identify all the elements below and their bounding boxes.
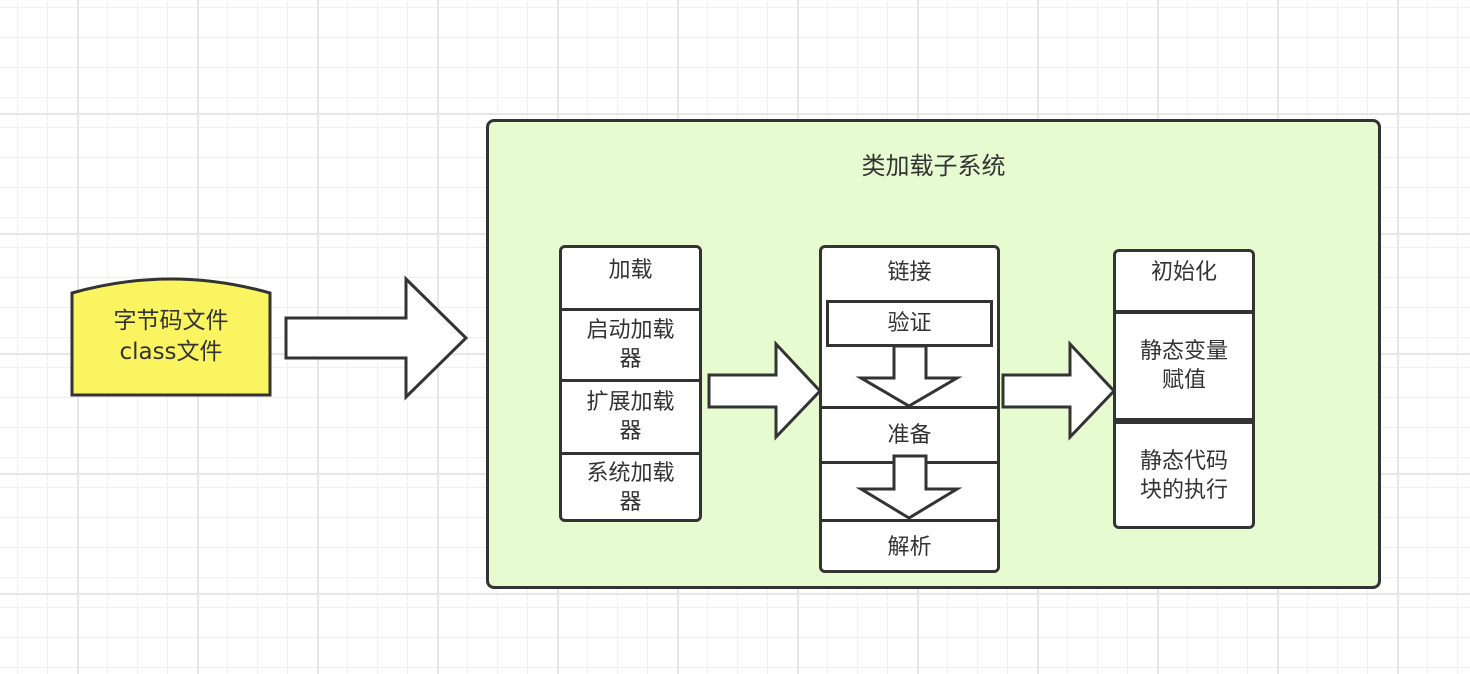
system-loader-line1: 系统加载 bbox=[586, 461, 675, 486]
prepare-label: 准备 bbox=[887, 422, 932, 448]
static-variable-line1: 静态变量 bbox=[1139, 339, 1228, 364]
static-variable-assignment[interactable]: 静态变量 赋值 bbox=[1116, 314, 1252, 418]
initialization-column: 初始化 静态变量 赋值 静态代码 块的执行 bbox=[1113, 249, 1255, 529]
system-loader-line2: 器 bbox=[619, 490, 642, 515]
extension-loader-line1: 扩展加载 bbox=[586, 390, 675, 415]
initialization-header: 初始化 bbox=[1116, 252, 1252, 312]
static-variable-line2: 赋值 bbox=[1161, 368, 1206, 393]
linking-step-resolve[interactable]: 解析 bbox=[822, 522, 997, 570]
initialization-header-label: 初始化 bbox=[1150, 260, 1217, 285]
divider bbox=[822, 461, 997, 464]
source-file-shape[interactable] bbox=[70, 277, 272, 397]
static-block-execution[interactable]: 静态代码 块的执行 bbox=[1116, 424, 1252, 526]
resolve-label: 解析 bbox=[887, 534, 932, 560]
source-file-line2: class文件 bbox=[119, 339, 223, 365]
linking-header-label: 链接 bbox=[887, 260, 932, 285]
linking-step-verify[interactable]: 验证 bbox=[826, 300, 993, 347]
arrow-source-to-subsystem bbox=[284, 275, 469, 401]
subsystem-title: 类加载子系统 bbox=[861, 152, 1006, 180]
source-file-label: 字节码文件 class文件 bbox=[71, 306, 271, 368]
divider bbox=[1116, 310, 1252, 314]
bootstrap-loader-line2: 器 bbox=[619, 347, 642, 372]
linking-header: 链接 bbox=[822, 248, 997, 300]
source-file-line1: 字节码文件 bbox=[113, 308, 229, 334]
divider bbox=[562, 452, 699, 455]
bootstrap-loader-line1: 启动加载 bbox=[586, 318, 675, 343]
divider bbox=[562, 379, 699, 382]
extension-loader-line2: 器 bbox=[619, 419, 642, 444]
linking-column: 链接 准备 解析 bbox=[819, 245, 1000, 573]
divider bbox=[562, 308, 699, 311]
divider bbox=[822, 519, 997, 522]
extension-loader[interactable]: 扩展加载 器 bbox=[562, 382, 699, 452]
bootstrap-loader[interactable]: 启动加载 器 bbox=[562, 311, 699, 379]
divider bbox=[1116, 418, 1252, 424]
loading-header: 加载 bbox=[562, 248, 699, 310]
static-block-line2: 块的执行 bbox=[1139, 478, 1228, 503]
loading-header-label: 加载 bbox=[608, 258, 653, 283]
linking-step-prepare[interactable]: 准备 bbox=[822, 409, 997, 461]
static-block-line1: 静态代码 bbox=[1139, 449, 1228, 474]
system-loader[interactable]: 系统加载 器 bbox=[562, 455, 699, 519]
verify-label: 验证 bbox=[887, 311, 932, 336]
loading-column: 加载 启动加载 器 扩展加载 器 系统加载 器 bbox=[559, 245, 702, 522]
